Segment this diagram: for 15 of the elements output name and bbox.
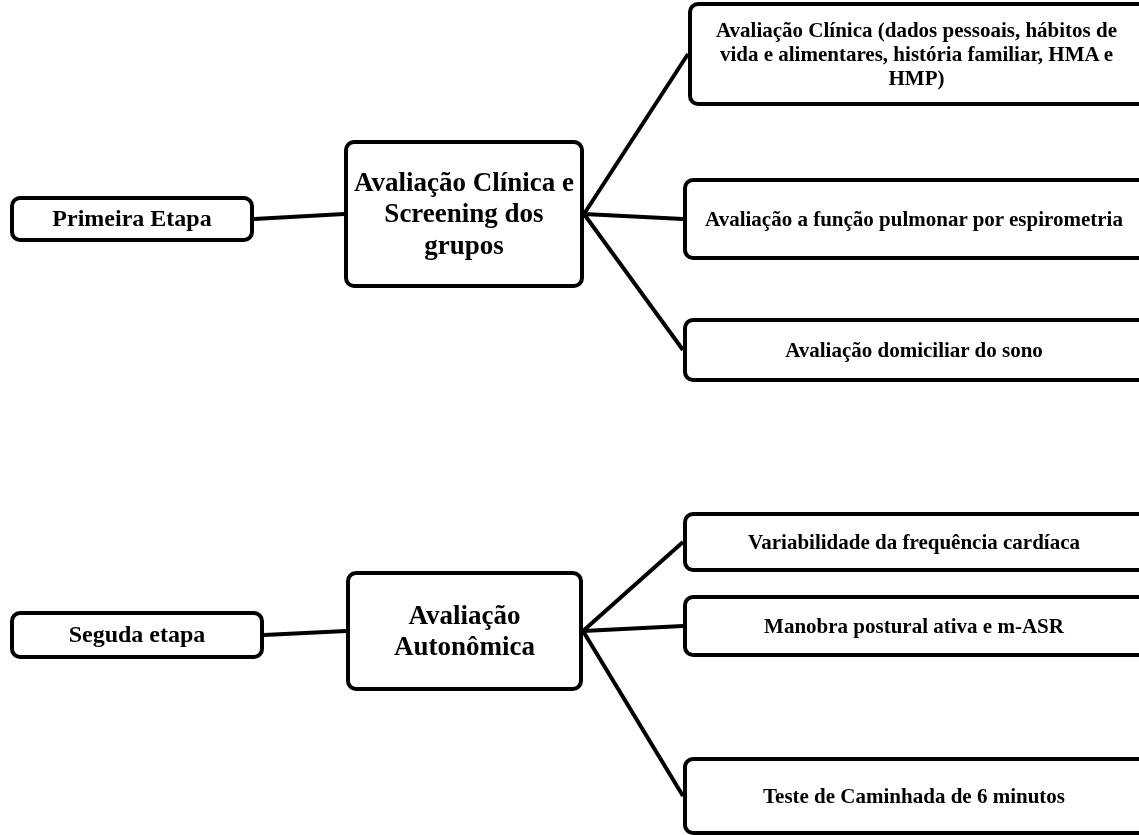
task-box: Avaliação a função pulmonar por espirometria — [683, 178, 1139, 260]
category-box: Avaliação Autonômica — [346, 571, 583, 691]
connector-line — [582, 624, 684, 633]
task-box: Manobra postural ativa e m-ASR — [683, 595, 1139, 657]
connector-line — [253, 212, 345, 221]
task-box: Avaliação Clínica (dados pessoais, hábitos de vida e alimentares, história familiar, HMA e HMP) — [688, 2, 1139, 106]
stage-box: Seguda etapa — [10, 611, 264, 659]
connector-line — [583, 212, 684, 221]
connector-line — [263, 629, 347, 637]
connector-line — [581, 629, 685, 798]
stage-box: Primeira Etapa — [10, 196, 254, 242]
task-box: Avaliação domiciliar do sono — [683, 318, 1139, 382]
task-box: Variabilidade da frequência cardíaca — [683, 512, 1139, 572]
category-box: Avaliação Clínica e Screening dos grupos — [344, 140, 584, 288]
task-box: Teste de Caminhada de 6 minutos — [683, 757, 1139, 835]
